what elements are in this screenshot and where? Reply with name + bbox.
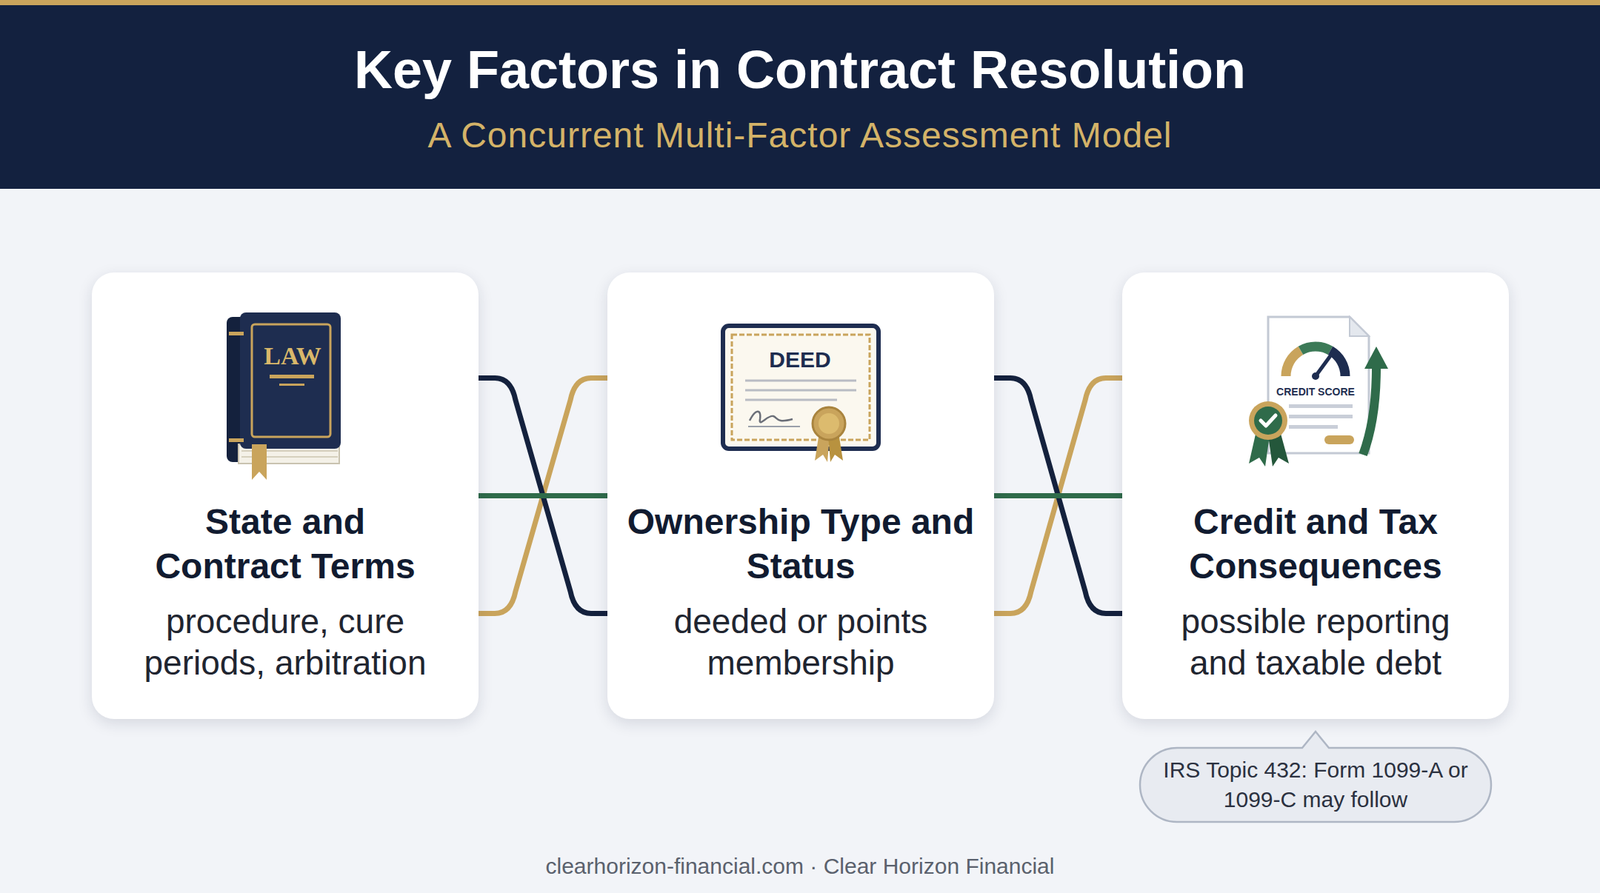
gold-top-rule (0, 0, 1600, 6)
factor-card: Ownership Type and Status deeded or point… (607, 272, 995, 720)
braid-curve (478, 378, 608, 615)
card-heading: Ownership Type and Status (619, 500, 983, 589)
callout-outline (1140, 731, 1492, 823)
card-text-block: Ownership Type and Status deeded or point… (607, 500, 995, 684)
card-heading: State and Contract Terms (137, 500, 434, 589)
connector-line (994, 493, 1123, 499)
footer-note: clearhorizon-financial.com · Clear Horiz… (0, 853, 1600, 880)
card-description: possible reporting and taxable debt (1160, 600, 1472, 684)
icon-label: CREDIT SCORE (1267, 385, 1364, 399)
braid-curve (994, 378, 1123, 615)
card-text-block: Credit and Tax Consequences possible repo… (1122, 500, 1509, 684)
subtitle: A Concurrent Multi-Factor Assessment Mod… (0, 113, 1600, 158)
braid-curve (994, 378, 1123, 615)
connector-line (478, 493, 608, 499)
braid-curve (478, 378, 608, 615)
callout-note: IRS Topic 432: Form 1099-A or 1099-C may… (1152, 755, 1479, 815)
card-description: deeded or points membership (645, 600, 957, 684)
diagram-title: Key Factors in Contract Resolution (0, 37, 1600, 103)
card-description: procedure, cure periods, arbitration (129, 600, 441, 684)
icon-label: DEED (744, 345, 856, 375)
factor-card: Credit and Tax Consequences possible repo… (1122, 272, 1509, 720)
card-text-block: State and Contract Terms procedure, cure … (91, 500, 479, 684)
card-heading: Credit and Tax Consequences (1134, 500, 1498, 589)
callout-bubble: IRS Topic 432: Form 1099-A or 1099-C may… (1140, 748, 1492, 823)
icon-label: LAW (240, 341, 345, 372)
factor-card: State and Contract Terms procedure, cure … (91, 272, 479, 720)
